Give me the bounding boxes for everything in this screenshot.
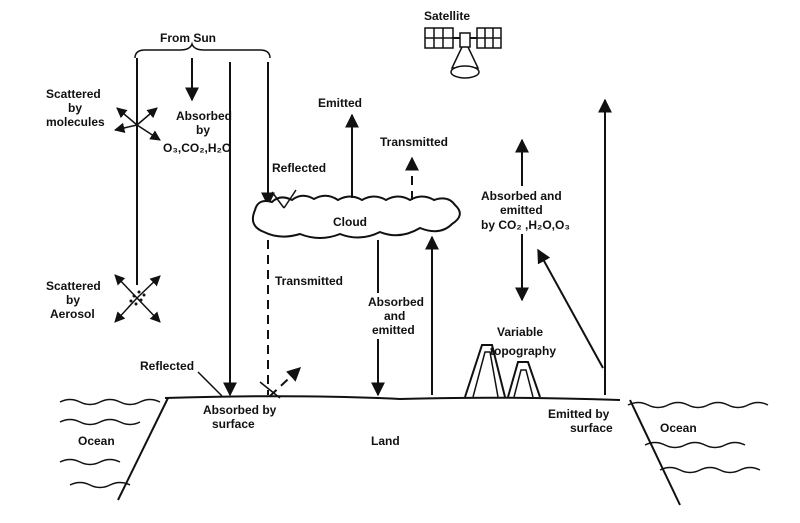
svg-text:surface: surface — [570, 421, 613, 435]
svg-text:and: and — [384, 309, 405, 323]
svg-text:by: by — [66, 293, 80, 307]
surface-reflected-line — [197, 371, 223, 397]
molecule-scatter-arrows — [113, 107, 161, 141]
topography-peaks — [464, 344, 541, 398]
svg-text:topography: topography — [490, 344, 556, 358]
absorbed-emitted-gases-label: Absorbed and emitted by CO₂ ,H₂O,O₃ — [478, 186, 576, 234]
svg-text:Scattered: Scattered — [46, 87, 101, 101]
svg-text:Absorbed: Absorbed — [368, 295, 424, 309]
svg-text:Absorbed: Absorbed — [176, 109, 232, 123]
right-coast — [629, 399, 681, 506]
topography-label: Variable topography — [490, 325, 556, 358]
svg-text:by CO₂ ,H₂O,O₃: by CO₂ ,H₂O,O₃ — [481, 218, 570, 232]
svg-text:emitted: emitted — [500, 203, 543, 217]
svg-text:Aerosol: Aerosol — [50, 307, 95, 321]
scattered-molecules-label: Scattered by molecules — [46, 87, 105, 129]
from-sun-label: From Sun — [160, 31, 216, 45]
svg-text:O₃,CO₂,H₂O: O₃,CO₂,H₂O — [163, 141, 231, 155]
svg-text:Absorbed and: Absorbed and — [481, 189, 562, 203]
emitted-label: Emitted — [318, 96, 362, 110]
left-coast — [117, 397, 169, 501]
cloud-reflected-arrow — [283, 189, 297, 209]
slant-arrow — [537, 248, 604, 369]
svg-text:emitted: emitted — [372, 323, 415, 337]
svg-text:Absorbed by: Absorbed by — [203, 403, 277, 417]
land-surface — [164, 395, 621, 401]
svg-text:Emitted by: Emitted by — [548, 407, 610, 421]
cloud-label: Cloud — [333, 215, 367, 229]
absorbed-emitted-label: Absorbed and emitted — [366, 293, 430, 339]
transmitted-below-label: Transmitted — [275, 274, 343, 288]
absorbed-gases-label: Absorbed by O₃,CO₂,H₂O — [163, 109, 232, 155]
ocean-right-label: Ocean — [660, 421, 697, 435]
aerosol-cluster — [114, 274, 161, 323]
reflected-cloud-label: Reflected — [272, 161, 326, 175]
land-label: Land — [371, 434, 400, 448]
satellite-label: Satellite — [424, 9, 470, 23]
cloud-reflected-tick — [271, 191, 285, 209]
scattered-aerosol-label: Scattered by Aerosol — [46, 279, 101, 321]
svg-text:Scattered: Scattered — [46, 279, 101, 293]
satellite-icon — [424, 27, 502, 79]
svg-text:molecules: molecules — [46, 115, 105, 129]
ocean-left-label: Ocean — [78, 434, 115, 448]
reflected-surface-label: Reflected — [140, 359, 194, 373]
cloud-shape — [251, 194, 461, 239]
right-ocean-waves — [627, 401, 769, 474]
svg-text:by: by — [196, 123, 210, 137]
svg-text:by: by — [68, 101, 82, 115]
transmitted-top-label: Transmitted — [380, 135, 448, 149]
svg-text:surface: surface — [212, 417, 255, 431]
left-ocean-waves — [59, 398, 161, 489]
reflected-dashed-arrow — [269, 367, 302, 397]
absorbed-surface-label: Absorbed by surface — [203, 403, 277, 431]
svg-text:Variable: Variable — [497, 325, 543, 339]
emitted-surface-label: Emitted by surface — [548, 407, 613, 435]
from-sun-bracket — [134, 41, 271, 59]
